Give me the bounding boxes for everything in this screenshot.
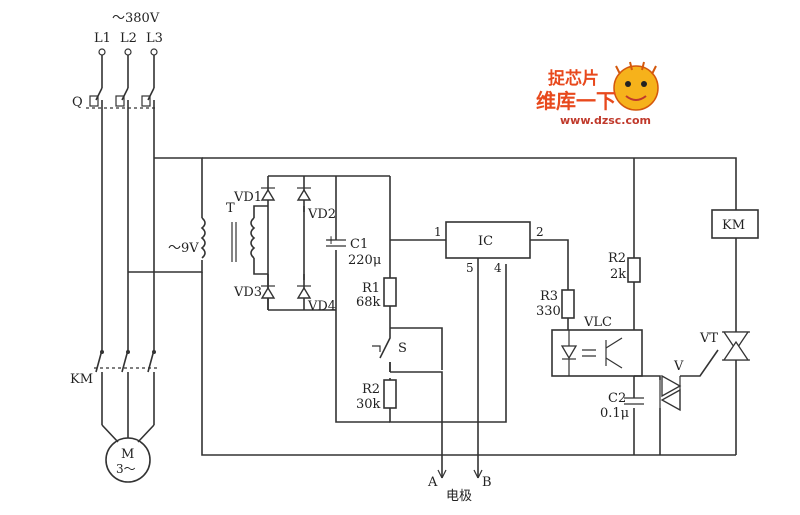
ic-pin-4: 4 <box>494 261 502 275</box>
ic-pin-1: 1 <box>434 225 442 239</box>
ic-chip <box>445 221 531 259</box>
capacitor-c2 <box>624 397 644 405</box>
resistor-r1-label: R1 <box>362 281 380 296</box>
watermark-logo-text: 捉芯片 <box>548 68 599 89</box>
electrode-caption: 电极 <box>446 489 472 504</box>
transformer <box>200 205 268 275</box>
electrode-a-label: A <box>427 475 438 490</box>
switch-label: S <box>398 341 407 356</box>
electrode-b-label: B <box>482 475 492 490</box>
resistor-r2-right-value: 2k <box>610 267 626 282</box>
resistor-r3-label: R3 <box>540 289 558 304</box>
switch-s[interactable] <box>372 328 391 372</box>
capacitor-c1-polarity: + <box>326 233 336 247</box>
optocoupler-vlc <box>551 329 643 377</box>
trigger-wiring <box>633 158 719 455</box>
resistor-r2-right <box>627 257 641 283</box>
diode-vd3 <box>260 285 276 299</box>
ic-pin-5: 5 <box>466 261 474 275</box>
breaker-q <box>86 87 158 118</box>
diac-v <box>659 374 682 412</box>
watermark-tagline: 维库一下 <box>536 89 616 113</box>
resistor-r3 <box>561 289 575 319</box>
capacitor-c2-value: 0.1μ <box>600 406 629 421</box>
ic-label: IC <box>478 234 493 249</box>
diode-vd1-label: VD1 <box>233 190 262 205</box>
transformer-secondary-label: ～9V <box>168 241 199 256</box>
resistor-r3-value: 330 <box>536 304 561 319</box>
supply-voltage-label: ～380V <box>112 11 160 26</box>
watermark-url: www.dzsc.com <box>560 114 651 127</box>
diode-vd3-label: VD3 <box>233 285 262 300</box>
phase-label-l2: L2 <box>120 31 137 46</box>
diode-vd2-label: VD2 <box>307 207 336 222</box>
diac-label: V <box>673 359 684 374</box>
phase-label-l3: L3 <box>146 31 163 46</box>
phase-label-l1: L1 <box>94 31 111 46</box>
transformer-label: T <box>226 201 235 216</box>
resistor-r1 <box>383 277 397 307</box>
contactor-contacts-label: KM <box>70 372 93 387</box>
phase-lines <box>101 55 155 425</box>
resistor-r2-left-value: 30k <box>356 397 381 412</box>
triac-label: VT <box>699 331 718 346</box>
capacitor-c1-value: 220μ <box>348 253 381 268</box>
supply-terminals <box>98 48 158 56</box>
control-wiring <box>128 157 737 456</box>
ic-wiring <box>477 239 569 478</box>
resistor-r2-left-label: R2 <box>362 382 380 397</box>
optocoupler-label: VLC <box>583 315 612 330</box>
watermark-logo: 捉芯片 维库一下 <box>536 61 659 113</box>
capacitor-c2-label: C2 <box>608 391 626 406</box>
resistor-r2-right-label: R2 <box>608 251 626 266</box>
triac-vt <box>722 331 750 361</box>
breaker-label: Q <box>72 95 83 110</box>
dc-rails <box>335 175 507 478</box>
motor <box>101 424 155 483</box>
resistor-r2-left <box>383 379 397 409</box>
diode-vd1 <box>260 187 276 201</box>
ic-pin-2: 2 <box>536 225 544 239</box>
electrode-terminals <box>437 469 483 479</box>
diode-vd4-label: VD4 <box>307 299 336 314</box>
diode-vd2 <box>296 187 312 201</box>
motor-phase-label: 3～ <box>116 462 136 476</box>
contactor-coil-label: KM <box>722 218 745 233</box>
contactor-contacts <box>94 349 160 390</box>
resistor-r1-value: 68k <box>356 295 381 310</box>
diode-vd4 <box>296 285 312 299</box>
motor-label: M <box>121 447 134 462</box>
capacitor-c1-label: C1 <box>350 237 368 252</box>
capacitor-c1 <box>326 239 346 247</box>
contactor-coil <box>711 209 759 239</box>
